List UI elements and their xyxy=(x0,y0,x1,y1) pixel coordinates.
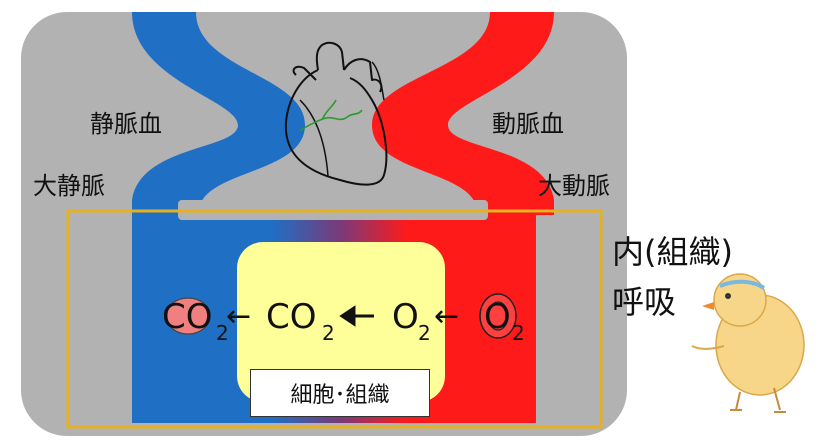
heart-icon xyxy=(284,41,388,186)
chick-headband xyxy=(719,279,766,290)
artery-blood-label: 動脈血 xyxy=(492,110,564,138)
o2-in-subscript: 2 xyxy=(512,321,525,345)
aorta-label: 大動脈 xyxy=(538,172,610,200)
chick-leg-right xyxy=(773,387,786,413)
vena-cava-label: 大静脈 xyxy=(33,172,105,200)
red-blood-cell-right-inner xyxy=(487,301,509,331)
chick-wing xyxy=(691,345,725,350)
o2-cell-label: O xyxy=(392,297,419,337)
vein-blood-label: 静脈血 xyxy=(90,110,162,138)
arrow-left-2 xyxy=(339,305,374,327)
o2-in-label: O xyxy=(484,297,511,337)
co2-out-label: CO xyxy=(162,297,213,337)
vein-vessel xyxy=(132,12,305,215)
cell-tissue-label: 細胞･組織 xyxy=(250,369,430,417)
respiration-title: 呼吸 xyxy=(612,283,677,321)
tissue-cell-area xyxy=(237,242,445,402)
o2-cell-subscript: 2 xyxy=(418,321,431,345)
chick-beak xyxy=(702,302,714,310)
internal-respiration-title: 内(組織) xyxy=(612,233,733,271)
arrow-left-3: ← xyxy=(434,299,459,334)
chick-illustration xyxy=(691,273,805,413)
co2-cell-subscript: 2 xyxy=(322,321,335,345)
co2-out-subscript: 2 xyxy=(216,321,229,345)
arrow-left-1: ← xyxy=(226,299,251,334)
chick-eye xyxy=(725,293,731,299)
tissue-frame xyxy=(66,209,603,429)
chick-leg-left xyxy=(730,391,742,411)
red-blood-cell-left xyxy=(165,297,211,335)
co2-cell-label: CO xyxy=(266,297,317,337)
artery-vessel xyxy=(372,12,554,215)
chick-head xyxy=(713,273,767,327)
red-blood-cell-right xyxy=(479,293,517,339)
coronary-vessel-icon xyxy=(299,99,363,131)
